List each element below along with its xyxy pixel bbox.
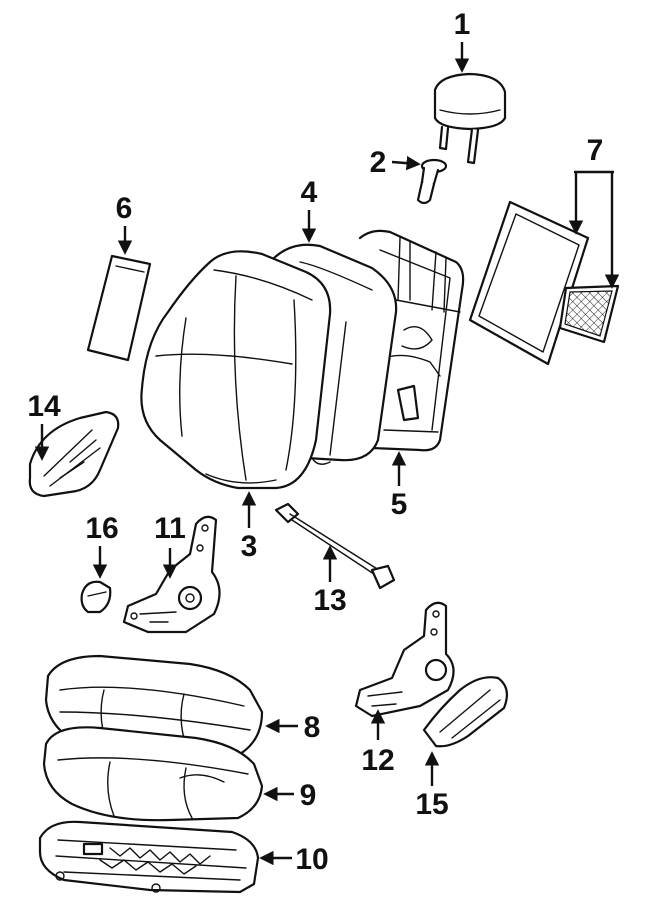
callout-1: 1 xyxy=(454,8,471,41)
callout-14: 14 xyxy=(27,390,61,423)
callout-12: 12 xyxy=(361,744,394,777)
callout-6: 6 xyxy=(116,192,133,225)
side-shield-right xyxy=(422,676,509,748)
recliner-right xyxy=(354,601,455,718)
back-board xyxy=(468,200,620,366)
seat-track-frame xyxy=(38,820,260,894)
callout-10: 10 xyxy=(295,843,328,876)
leader-2 xyxy=(391,155,421,171)
connecting-rod xyxy=(274,502,396,590)
recliner-knob xyxy=(80,580,112,614)
callout-labels: 1 2 3 4 5 6 7 8 9 10 11 12 13 14 15 16 xyxy=(27,8,603,876)
leader-lines xyxy=(34,42,620,866)
callout-7: 7 xyxy=(587,134,604,167)
callout-13: 13 xyxy=(313,584,346,617)
headrest-guide xyxy=(416,158,448,205)
seatback-cover xyxy=(140,250,332,490)
side-panel-strip xyxy=(86,254,152,362)
callout-9: 9 xyxy=(300,779,317,812)
cushion-pad xyxy=(42,726,264,822)
callout-15: 15 xyxy=(415,788,448,821)
callout-8: 8 xyxy=(304,711,321,744)
side-shield-left xyxy=(28,410,120,498)
callout-5: 5 xyxy=(391,488,408,521)
headrest xyxy=(433,72,507,165)
callout-2: 2 xyxy=(370,146,387,179)
callout-16: 16 xyxy=(85,512,118,545)
callout-11: 11 xyxy=(154,512,186,545)
callout-4: 4 xyxy=(301,176,318,209)
callout-3: 3 xyxy=(241,530,258,563)
